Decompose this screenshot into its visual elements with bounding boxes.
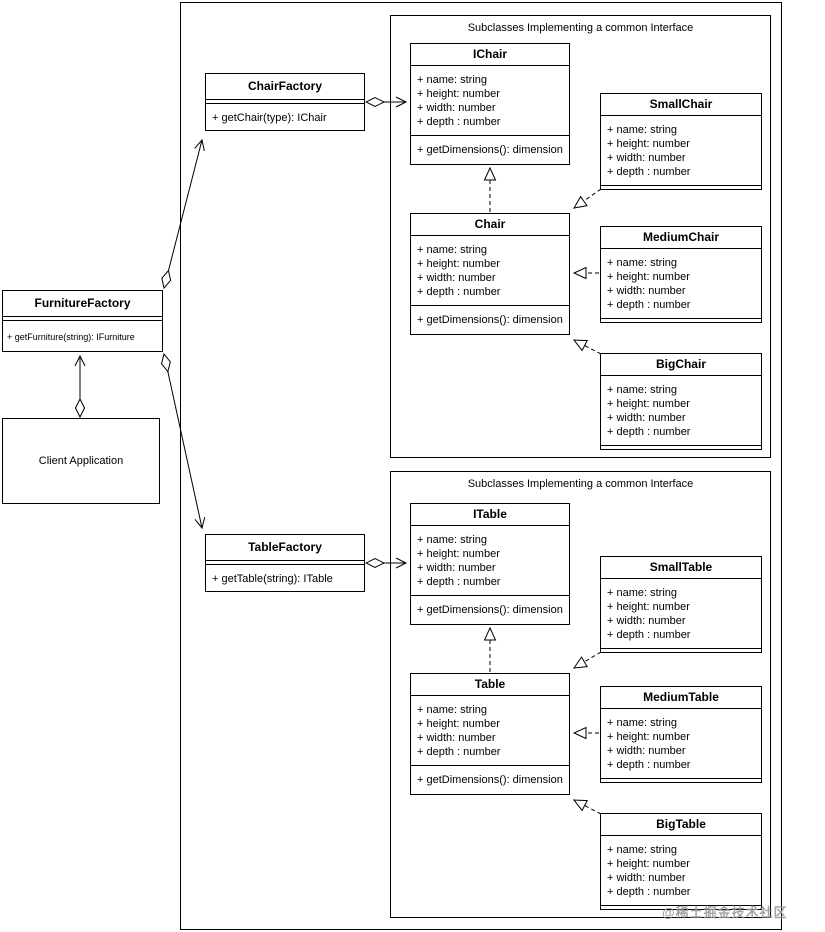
- class-title: Client Application: [38, 455, 124, 467]
- class-methods: + getDimensions(): dimension: [417, 604, 563, 616]
- class-title: Chair: [411, 214, 569, 236]
- class-itable: ITable + name: string + height: number +…: [410, 503, 570, 625]
- chair-group-label: Subclasses Implementing a common Interfa…: [467, 22, 694, 34]
- class-methods: + getTable(string): ITable: [212, 573, 333, 585]
- class-title: TableFactory: [206, 535, 364, 561]
- class-methods-empty: [601, 649, 761, 654]
- class-methods-empty: [601, 779, 761, 784]
- class-medium-chair: MediumChair + name: string + height: num…: [600, 226, 762, 323]
- class-big-table: BigTable + name: string + height: number…: [600, 813, 762, 910]
- class-title: BigChair: [601, 354, 761, 376]
- class-methods: + getFurniture(string): IFurniture: [7, 332, 135, 342]
- class-attributes: + name: string + height: number + width:…: [601, 579, 761, 649]
- class-attributes-empty: [206, 561, 364, 565]
- class-chair: Chair + name: string + height: number + …: [410, 213, 570, 335]
- class-attributes-empty: [206, 100, 364, 104]
- class-attributes: + name: string + height: number + width:…: [601, 709, 761, 779]
- class-methods: + getChair(type): IChair: [212, 112, 327, 124]
- class-attributes: + name: string + height: number + width:…: [411, 526, 569, 596]
- class-title: MediumTable: [601, 687, 761, 709]
- class-title: SmallChair: [601, 94, 761, 116]
- watermark-text: @稀土掘金技术社区: [662, 905, 788, 920]
- class-title: FurnitureFactory: [3, 291, 162, 317]
- class-table-factory: TableFactory + getTable(string): ITable: [205, 534, 365, 592]
- class-methods-empty: [601, 446, 761, 451]
- class-attributes: + name: string + height: number + width:…: [411, 66, 569, 136]
- class-attributes: + name: string + height: number + width:…: [601, 249, 761, 319]
- class-attributes: + name: string + height: number + width:…: [411, 696, 569, 766]
- class-methods: + getDimensions(): dimension: [417, 314, 563, 326]
- class-small-table: SmallTable + name: string + height: numb…: [600, 556, 762, 653]
- class-attributes: + name: string + height: number + width:…: [601, 116, 761, 186]
- class-table: Table + name: string + height: number + …: [410, 673, 570, 795]
- class-attributes: + name: string + height: number + width:…: [601, 836, 761, 906]
- class-medium-table: MediumTable + name: string + height: num…: [600, 686, 762, 783]
- class-title: SmallTable: [601, 557, 761, 579]
- table-group-label: Subclasses Implementing a common Interfa…: [467, 478, 694, 490]
- class-attributes: + name: string + height: number + width:…: [601, 376, 761, 446]
- class-title: MediumChair: [601, 227, 761, 249]
- class-methods-empty: [601, 319, 761, 324]
- table-group-frame: Subclasses Implementing a common Interfa…: [390, 471, 771, 918]
- class-methods: + getDimensions(): dimension: [417, 144, 563, 156]
- class-title: IChair: [411, 44, 569, 66]
- class-attributes-empty: [3, 317, 162, 321]
- class-methods-empty: [601, 186, 761, 191]
- class-big-chair: BigChair + name: string + height: number…: [600, 353, 762, 450]
- class-small-chair: SmallChair + name: string + height: numb…: [600, 93, 762, 190]
- class-furniture-factory: FurnitureFactory + getFurniture(string):…: [2, 290, 163, 352]
- class-methods: + getDimensions(): dimension: [417, 774, 563, 786]
- class-title: ITable: [411, 504, 569, 526]
- class-chair-factory: ChairFactory + getChair(type): IChair: [205, 73, 365, 131]
- chair-group-frame: Subclasses Implementing a common Interfa…: [390, 15, 771, 458]
- class-client-application: Client Application: [2, 418, 160, 504]
- class-title: ChairFactory: [206, 74, 364, 100]
- class-ichair: IChair + name: string + height: number +…: [410, 43, 570, 165]
- class-title: BigTable: [601, 814, 761, 836]
- class-attributes: + name: string + height: number + width:…: [411, 236, 569, 306]
- class-title: Table: [411, 674, 569, 696]
